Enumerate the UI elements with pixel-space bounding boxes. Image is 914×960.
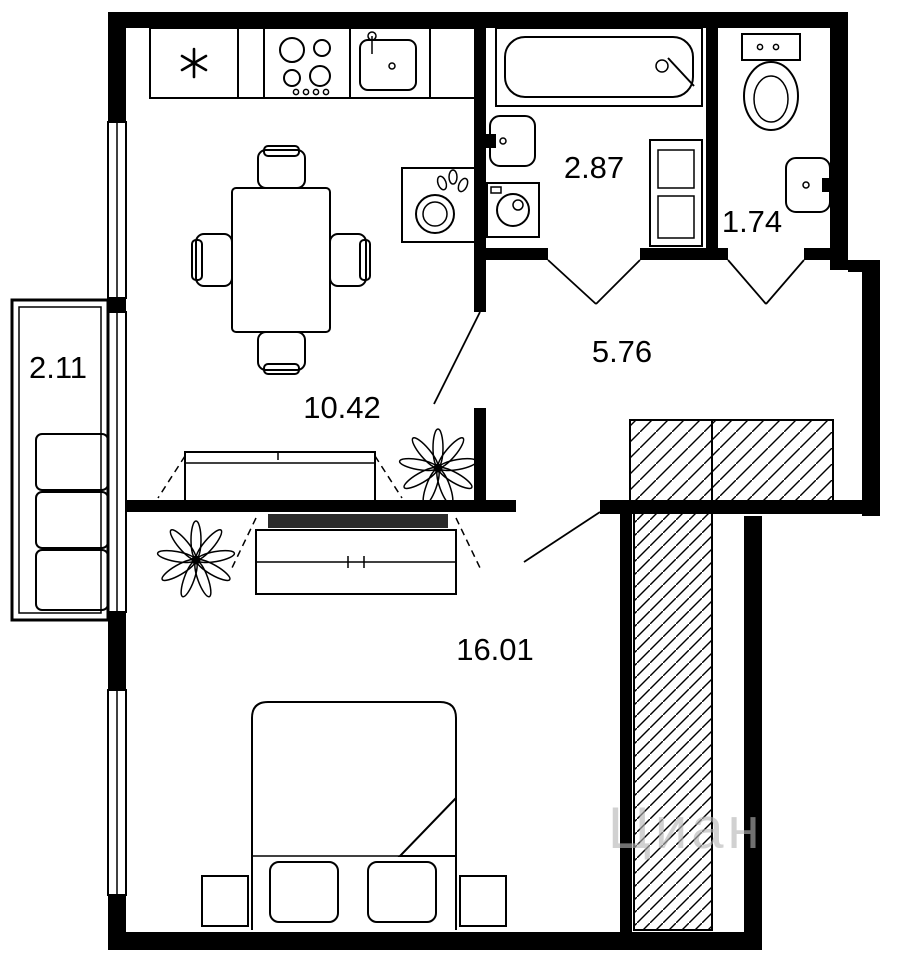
- bedroom-door-leaf: [523, 511, 601, 563]
- room-labels: 2.87 1.74 5.76 10.42 2.11 16.01: [29, 150, 782, 667]
- kettle-stand: [401, 167, 478, 243]
- wall-bath-south-left: [474, 248, 548, 260]
- room-label-kitchen-living: 10.42: [303, 390, 381, 425]
- wall-bath-south-right: [640, 248, 706, 260]
- stove-icon: [279, 37, 331, 96]
- pillow-left: [269, 861, 339, 923]
- hall-wardrobe: [629, 419, 834, 503]
- wall-hall-south: [600, 500, 880, 514]
- nightstand-right: [459, 875, 507, 927]
- nightstand-left: [201, 875, 249, 927]
- living-sofa: [157, 451, 403, 503]
- pillow-right: [367, 861, 437, 923]
- bedroom: [156, 514, 507, 930]
- kitchen-counter: [149, 27, 481, 99]
- plant-bedroom-icon: [156, 520, 236, 598]
- dining-table: [191, 145, 371, 375]
- wall-wc-south-left: [706, 248, 728, 260]
- washing-machine-icon: [486, 182, 540, 238]
- kitchen-sink-icon: [359, 31, 417, 91]
- room-label-wc: 1.74: [722, 204, 782, 239]
- wall-living-hall-lower: [474, 408, 486, 508]
- balcony-sofa: [35, 433, 109, 611]
- bath-sink-icon: [486, 115, 536, 167]
- bathroom: [486, 27, 703, 247]
- blanket-fold: [397, 797, 457, 857]
- bath-cabinet: [649, 139, 703, 247]
- wall-right-lower: [744, 516, 762, 950]
- room-label-balcony: 2.11: [29, 350, 87, 385]
- toilet-icon: [741, 33, 801, 131]
- wc-door-leaf: [727, 259, 767, 305]
- wall-right-upper: [830, 12, 848, 270]
- wall-bedroom-east: [620, 510, 632, 932]
- wall-bump-right: [862, 260, 880, 516]
- bed: [251, 701, 457, 930]
- window-bedroom: [107, 689, 127, 896]
- walls: [108, 12, 880, 950]
- wc-door-leaf-2: [765, 259, 805, 305]
- wc-sink-icon: [785, 157, 831, 213]
- wc: [741, 33, 831, 213]
- living-door-leaf: [433, 311, 481, 405]
- balcony-outline-inner: [18, 306, 102, 614]
- wall-bath-wc-divider: [706, 12, 718, 260]
- plant-living-icon: [398, 428, 478, 506]
- wall-left-pier-2: [108, 612, 126, 690]
- bathtub-icon: [495, 27, 703, 107]
- hallway: [433, 259, 834, 931]
- bathroom-door-leaf: [547, 259, 597, 305]
- watermark: Циан: [608, 796, 764, 861]
- kitchen: [149, 27, 481, 506]
- room-label-bedroom: 16.01: [456, 632, 534, 667]
- window-kitchen: [107, 121, 127, 299]
- tall-closet: [633, 511, 713, 931]
- freezer-asterisk-icon: [180, 47, 208, 79]
- wall-left-pier-1: [108, 298, 126, 312]
- wall-bottom: [108, 932, 762, 950]
- bathroom-door-leaf-2: [595, 259, 641, 305]
- balcony: [10, 298, 110, 622]
- doors: [433, 259, 805, 563]
- tv-dresser: [229, 514, 483, 595]
- room-label-bathroom: 2.87: [564, 150, 624, 185]
- wall-wc-south-right: [804, 248, 848, 260]
- balcony-outline: [10, 298, 110, 622]
- room-label-hallway: 5.76: [592, 334, 652, 369]
- wall-left-upper: [108, 12, 126, 122]
